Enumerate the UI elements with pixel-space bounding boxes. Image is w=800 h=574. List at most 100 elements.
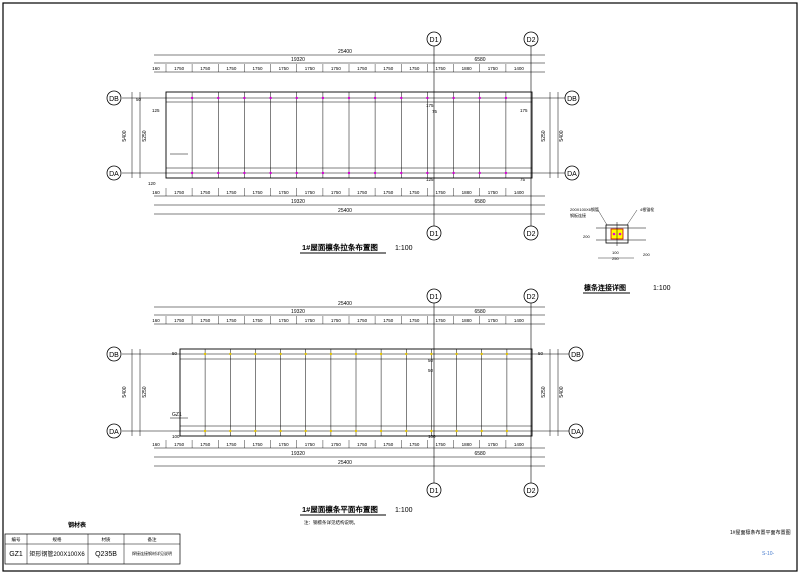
- bottom-plan-note: 注：钢檩条详见结构说明。: [304, 519, 358, 526]
- purlin-node: [452, 171, 455, 175]
- bay-dim: 1750: [435, 318, 446, 323]
- edge-dim: 160: [152, 190, 160, 195]
- top-small-dim-4: 125: [426, 177, 434, 182]
- purlin-node: [452, 96, 455, 100]
- bay-dim: 1880: [462, 318, 473, 323]
- top-height-dim-outer-r: 5400: [559, 130, 565, 141]
- bay-dim: 1750: [435, 190, 446, 195]
- bottom-small-dim-1: 50: [428, 358, 434, 363]
- purlin-node: [217, 171, 220, 175]
- table-header-spec: 规格: [53, 536, 62, 543]
- bay-dim: 1750: [252, 318, 263, 323]
- bottom-plan-title: 1#屋面檩条平面布置图: [302, 504, 378, 514]
- bay-dim: 1750: [488, 318, 499, 323]
- detail-dim-4: 200: [643, 252, 650, 257]
- connection-detail: 200X100X6钢管 钢板连接 4根锚栓 200 100 250 200 檩条…: [570, 206, 671, 294]
- sheet-number: S-10-: [762, 551, 775, 557]
- b-axis-db-label-right: DB: [571, 352, 581, 359]
- bay-dim: 1750: [357, 190, 368, 195]
- detail-dim-3: 250: [612, 256, 619, 261]
- bay-dim: 1750: [357, 318, 368, 323]
- purlin-node: [203, 429, 207, 433]
- purlin-node: [229, 352, 232, 356]
- purlin-node: [347, 96, 351, 100]
- top-height-dim-outer: 5400: [122, 130, 128, 141]
- axis-d1-label-bottom: D1: [430, 231, 439, 238]
- bay-dim: 1750: [357, 442, 368, 447]
- bay-dim: 1750: [279, 442, 290, 447]
- purlin-node: [279, 429, 282, 433]
- edge-dim: 160: [152, 442, 160, 447]
- bay-dim: 1750: [226, 442, 237, 447]
- bay-dim: 1750: [200, 442, 211, 447]
- detail-dim-1: 200: [583, 234, 590, 239]
- bay-dim: 1750: [488, 442, 499, 447]
- purlin-node: [203, 352, 207, 356]
- bay-dim: 1750: [409, 442, 420, 447]
- bay-dim: 1750: [383, 318, 394, 323]
- bay-dim: 1750: [252, 66, 263, 71]
- bay-dim: 1750: [252, 442, 263, 447]
- bay-dim: 1750: [174, 318, 185, 323]
- purlin-node: [254, 429, 257, 433]
- bay-dim: 1750: [200, 318, 211, 323]
- top-small-dim-3: 75: [432, 109, 438, 114]
- detail-label-1: 200X100X6钢管: [570, 206, 599, 212]
- bottom-height-dim-inner-r: 5250: [541, 386, 547, 397]
- bay-dim: 1750: [409, 66, 420, 71]
- purlin-node: [347, 171, 351, 175]
- bay-dim: 1750: [174, 190, 185, 195]
- b-axis-d1-label-bottom: D1: [430, 488, 439, 495]
- purlin-node: [321, 96, 325, 100]
- top-left-group-dim-bottom: 19320: [291, 199, 305, 205]
- purlin-node: [505, 429, 509, 433]
- top-small-dim-7: 120: [148, 181, 156, 186]
- bay-dim: 1750: [383, 66, 394, 71]
- bay-dim: 1750: [226, 318, 237, 323]
- purlin-node: [373, 96, 377, 100]
- purlin-node: [190, 171, 194, 175]
- axis-d2-marker: [523, 31, 539, 47]
- purlin-node: [504, 171, 508, 175]
- purlin-node: [254, 352, 257, 356]
- b-axis-db-label-left: DB: [109, 352, 119, 359]
- purlin-node: [480, 429, 483, 433]
- bay-dim: 1880: [462, 190, 473, 195]
- top-small-dim-8: 50: [136, 97, 142, 102]
- edge-dim: 160: [152, 66, 160, 71]
- bay-dim: 1750: [305, 442, 316, 447]
- bay-dim: 1750: [488, 190, 499, 195]
- purlin-node: [426, 96, 429, 100]
- axis-d2-label-bottom: D2: [527, 231, 536, 238]
- bay-dim: 1400: [514, 318, 525, 323]
- purlin-node: [379, 352, 383, 356]
- bay-dim: 1750: [226, 66, 237, 71]
- top-left-group-dim: 19320: [291, 57, 305, 63]
- b-axis-d2-label: D2: [527, 294, 536, 301]
- purlin-node: [190, 96, 194, 100]
- axis-d2-label: D2: [527, 37, 536, 44]
- purlin-node: [405, 352, 408, 356]
- purlin-node: [505, 352, 509, 356]
- top-overall-dim-bottom: 25400: [338, 208, 352, 214]
- bay-dim: 1400: [514, 190, 525, 195]
- purlin-node: [295, 96, 298, 100]
- bay-dim: 1750: [383, 442, 394, 447]
- table-header-id: 编号: [12, 536, 21, 543]
- purlin-node: [295, 171, 298, 175]
- b-axis-da-label-right: DA: [571, 429, 581, 436]
- bay-dim: 1750: [174, 442, 185, 447]
- purlin-node: [430, 352, 433, 356]
- top-small-dim-2: 175: [426, 103, 434, 108]
- bay-dim: 1400: [514, 66, 525, 71]
- purlin-node: [269, 96, 272, 100]
- top-plan-title: 1#屋面檩条拉条布置图: [302, 242, 378, 252]
- axis-da-label-right: DA: [567, 171, 577, 178]
- axis-d1-marker: [426, 31, 442, 47]
- purlin-node: [478, 96, 481, 100]
- purlin-node: [426, 171, 429, 175]
- purlin-node: [329, 352, 333, 356]
- bottom-left-group-dim: 19320: [291, 309, 305, 315]
- purlin-node: [304, 429, 307, 433]
